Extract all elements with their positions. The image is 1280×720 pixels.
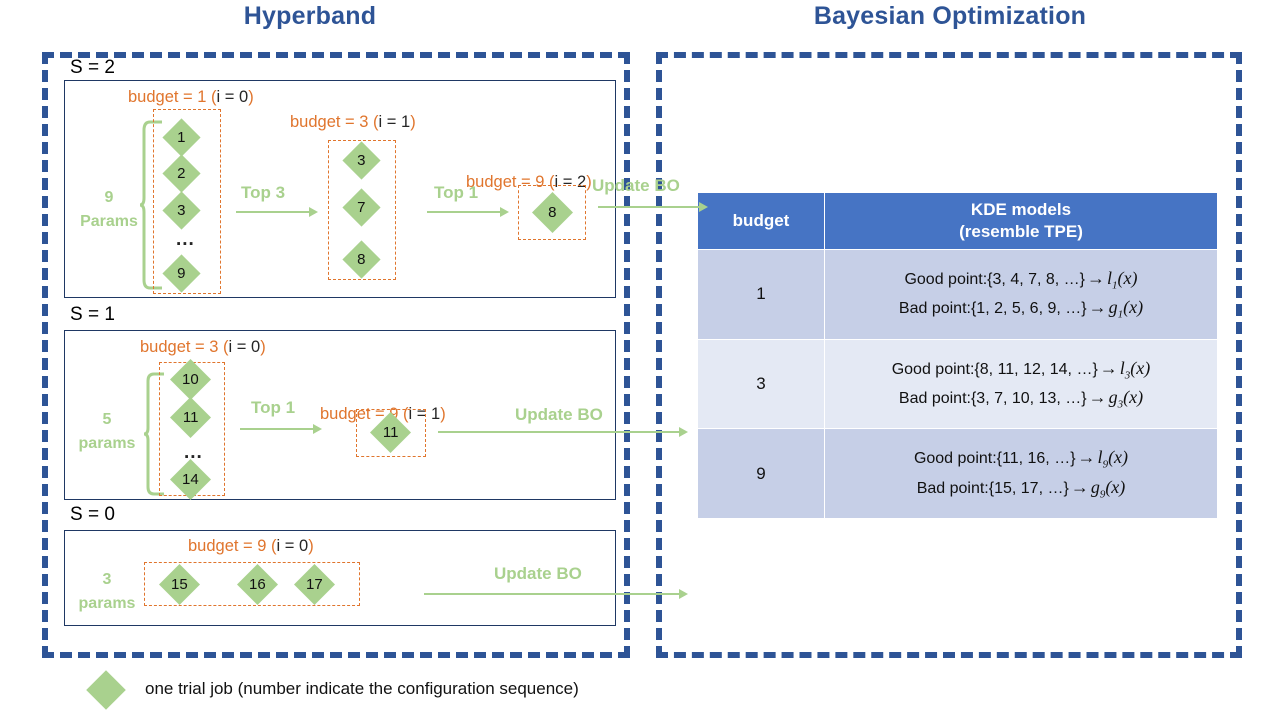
budget-label-s2-stage0: budget = 1 (i = 0): [128, 88, 254, 106]
transition-arrow-top1-s1: [240, 424, 322, 434]
bracket-label-s1: S = 1: [70, 304, 115, 325]
update-bo-arrow-s1: [438, 427, 688, 437]
table-row: 9 Good point:{11, 16, …}→l9(x) Bad point…: [697, 428, 1218, 519]
cell-budget: 1: [697, 249, 825, 340]
good-point-line: Good point:{11, 16, …}→l9(x): [833, 444, 1209, 474]
maps-to-arrow-icon: →: [1070, 476, 1089, 497]
budget-i-text: i = 0: [276, 537, 309, 555]
cell-kde-models: Good point:{3, 4, 7, 8, …}→l1(x) Bad poi…: [824, 249, 1218, 340]
params-number: 3: [102, 571, 112, 588]
brace-s1: [144, 372, 166, 496]
budget-label-s1-stage0: budget = 3 (i = 0): [140, 338, 266, 356]
bad-point-text: Bad point:{1, 2, 5, 6, 9, …}: [898, 300, 1087, 318]
bad-point-line: Bad point:{15, 17, …}→g9(x): [833, 474, 1209, 504]
bayesian-optimization-panel: [656, 52, 1242, 658]
params-number: 5: [102, 411, 112, 428]
budget-text: budget = 1: [128, 88, 207, 106]
column-header-kde-line1: KDE models: [970, 200, 1072, 219]
maps-to-arrow-icon: →: [1099, 357, 1118, 378]
params-count-s1: 5 params: [72, 408, 142, 456]
hyperband-panel: [42, 52, 630, 658]
good-model-symbol: l9(x): [1097, 447, 1129, 471]
bad-point-text: Bad point:{15, 17, …}: [916, 479, 1069, 497]
budget-i-text: i = 0: [216, 88, 249, 106]
params-word: params: [78, 595, 136, 612]
good-point-text: Good point:{11, 16, …}: [913, 450, 1076, 468]
params-count-s2: 9 Params: [78, 186, 140, 234]
bracket-box-s0: [64, 530, 616, 626]
group-box-s2-stage0: [153, 109, 221, 294]
budget-text: budget = 3: [290, 113, 369, 131]
transition-arrow-top3: [236, 207, 318, 217]
bracket-box-s1: [64, 330, 616, 500]
bad-model-symbol: g9(x): [1090, 476, 1126, 501]
table-row: 3 Good point:{8, 11, 12, 14, …}→l3(x) Ba…: [697, 338, 1218, 430]
bad-point-line: Bad point:{3, 7, 10, 13, …}→g3(x): [833, 384, 1209, 414]
good-point-text: Good point:{8, 11, 12, 14, …}: [891, 360, 1098, 378]
transition-arrow-top1-s2: [427, 207, 509, 217]
update-bo-arrow-s0: [424, 589, 688, 599]
maps-to-arrow-icon: →: [1087, 267, 1106, 288]
update-bo-label-s2: Update BO: [592, 176, 680, 195]
table-header-row: budget KDE models (resemble TPE): [697, 191, 1218, 251]
bracket-label-s2: S = 2: [70, 57, 115, 78]
good-model-symbol: l3(x): [1119, 357, 1151, 382]
table-row: 1 Good point:{3, 4, 7, 8, …}→l1(x) Bad p…: [697, 249, 1218, 340]
column-header-budget: budget: [697, 191, 825, 251]
ellipsis-s2-stage0: ...: [176, 229, 195, 250]
update-bo-label-s0: Update BO: [494, 564, 582, 583]
params-word: Params: [80, 213, 138, 230]
good-point-line: Good point:{3, 4, 7, 8, …}→l1(x): [833, 265, 1209, 295]
bracket-label-s0: S = 0: [70, 504, 115, 525]
cell-kde-models: Good point:{11, 16, …}→l9(x) Bad point:{…: [824, 428, 1218, 519]
budget-label-s0-stage0: budget = 9 (i = 0): [188, 537, 314, 555]
budget-i-text: i = 1: [378, 113, 411, 131]
legend-diamond-icon: [86, 670, 126, 710]
column-header-kde-models: KDE models (resemble TPE): [824, 191, 1218, 251]
page-title-hyperband: Hyperband: [243, 2, 377, 30]
legend-label: one trial job (number indicate the confi…: [145, 679, 579, 698]
transition-label-top1-s1: Top 1: [251, 398, 296, 417]
good-model-symbol: l1(x): [1107, 267, 1138, 292]
budget-text: budget = 3: [140, 338, 219, 356]
budget-text: budget = 9: [466, 173, 545, 191]
budget-i-text: i = 0: [228, 338, 261, 356]
maps-to-arrow-icon: →: [1088, 387, 1107, 408]
bracket-box-s2: [64, 80, 616, 298]
good-point-line: Good point:{8, 11, 12, 14, …}→l3(x): [833, 355, 1209, 385]
budget-text: budget = 9: [188, 537, 267, 555]
budget-label-s2-stage2: budget = 9 (i = 2): [466, 173, 592, 191]
group-box-s0-stage0: [144, 562, 360, 606]
cell-budget: 3: [697, 338, 825, 430]
good-point-text: Good point:{3, 4, 7, 8, …}: [904, 270, 1086, 288]
ellipsis-s1-stage0: ...: [184, 442, 203, 463]
bad-point-line: Bad point:{1, 2, 5, 6, 9, …}→g1(x): [833, 294, 1209, 324]
budget-i-text: i = 2: [554, 173, 587, 191]
brace-s2: [140, 120, 164, 290]
transition-label-top1-s2: Top 1: [434, 183, 479, 202]
maps-to-arrow-icon: →: [1088, 297, 1107, 318]
update-bo-arrow-s2: [598, 202, 708, 212]
kde-models-table-wrapper: budget KDE models (resemble TPE) 1 Good …: [697, 191, 1218, 519]
params-number: 9: [104, 189, 114, 206]
transition-label-top3: Top 3: [241, 183, 286, 202]
update-bo-label-s1: Update BO: [515, 405, 603, 424]
params-count-s0: 3 params: [72, 568, 142, 616]
group-box-s1-stage1: [356, 409, 426, 457]
column-header-kde-line2: (resemble TPE): [959, 222, 1083, 242]
cell-budget: 9: [697, 428, 825, 519]
bad-model-symbol: g3(x): [1108, 387, 1144, 411]
params-word: params: [78, 435, 136, 452]
budget-label-s2-stage1: budget = 3 (i = 1): [290, 113, 416, 131]
bad-model-symbol: g1(x): [1108, 297, 1144, 322]
page-title-bayesian-optimization: Bayesian Optimization: [813, 2, 1087, 30]
group-box-s2-stage1: [328, 140, 396, 280]
group-box-s2-stage2: [518, 185, 586, 240]
kde-models-table: budget KDE models (resemble TPE) 1 Good …: [697, 191, 1218, 519]
cell-kde-models: Good point:{8, 11, 12, 14, …}→l3(x) Bad …: [824, 338, 1218, 430]
maps-to-arrow-icon: →: [1077, 447, 1096, 468]
bad-point-text: Bad point:{3, 7, 10, 13, …}: [898, 390, 1087, 408]
